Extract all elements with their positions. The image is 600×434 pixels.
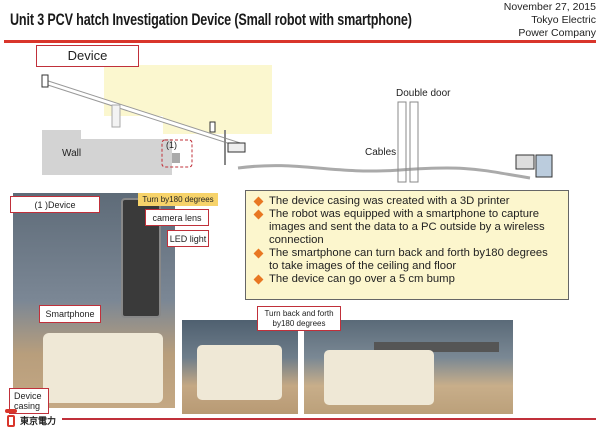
footer-divider — [62, 418, 596, 420]
wall-label: Wall — [62, 148, 82, 159]
device-title: Device — [36, 45, 139, 67]
led-light-label: LED light — [167, 230, 209, 247]
feature-list: The device casing was created with a 3D … — [245, 190, 569, 300]
header-divider — [4, 40, 596, 43]
camera-icon — [111, 104, 121, 128]
bullet-item: The device can go over a 5 cm bump — [254, 273, 560, 286]
bullet-item: The robot was equipped with a smartphone… — [254, 208, 560, 247]
laptop-icon — [515, 154, 535, 170]
cables-label: Cables — [365, 147, 397, 158]
marker-label: (1) — [166, 140, 177, 150]
monitor-icon — [535, 154, 553, 178]
camera-lens-label: camera lens — [145, 209, 209, 226]
company-line2: Power Company — [518, 27, 596, 39]
robot-photo-flat — [304, 320, 513, 414]
controller-icon — [227, 142, 246, 153]
casing-image — [43, 333, 163, 403]
layout-diagram — [41, 74, 553, 183]
cables-line — [237, 164, 531, 180]
bullet-item: The smartphone can turn back and forth b… — [254, 247, 560, 273]
header-meta: November 27, 2015 Tokyo Electric Power C… — [504, 1, 596, 40]
double-door-label: Double door — [396, 88, 451, 99]
door-right — [409, 101, 419, 183]
door-left — [397, 101, 407, 183]
antenna-icon — [209, 121, 216, 133]
turn-label: Turn by180 degrees — [138, 193, 218, 206]
turn-back-label: Turn back and forth by180 degrees — [257, 306, 341, 331]
company-line1: Tokyo Electric — [531, 14, 596, 26]
date: November 27, 2015 — [503, 1, 596, 13]
tepco-logo-text: 東京電力 — [20, 416, 57, 426]
page-title: Unit 3 PCV hatch Investigation Device (S… — [10, 10, 412, 29]
tepco-logo-icon — [5, 409, 17, 429]
smartphone-label: Smartphone — [39, 305, 101, 323]
device-marker-icon — [172, 153, 180, 163]
antenna-icon — [41, 74, 49, 88]
robot-photo-forward — [182, 320, 298, 414]
bullet-item: The device casing was created with a 3D … — [254, 195, 560, 208]
device-label: (1 )Device — [10, 196, 100, 213]
